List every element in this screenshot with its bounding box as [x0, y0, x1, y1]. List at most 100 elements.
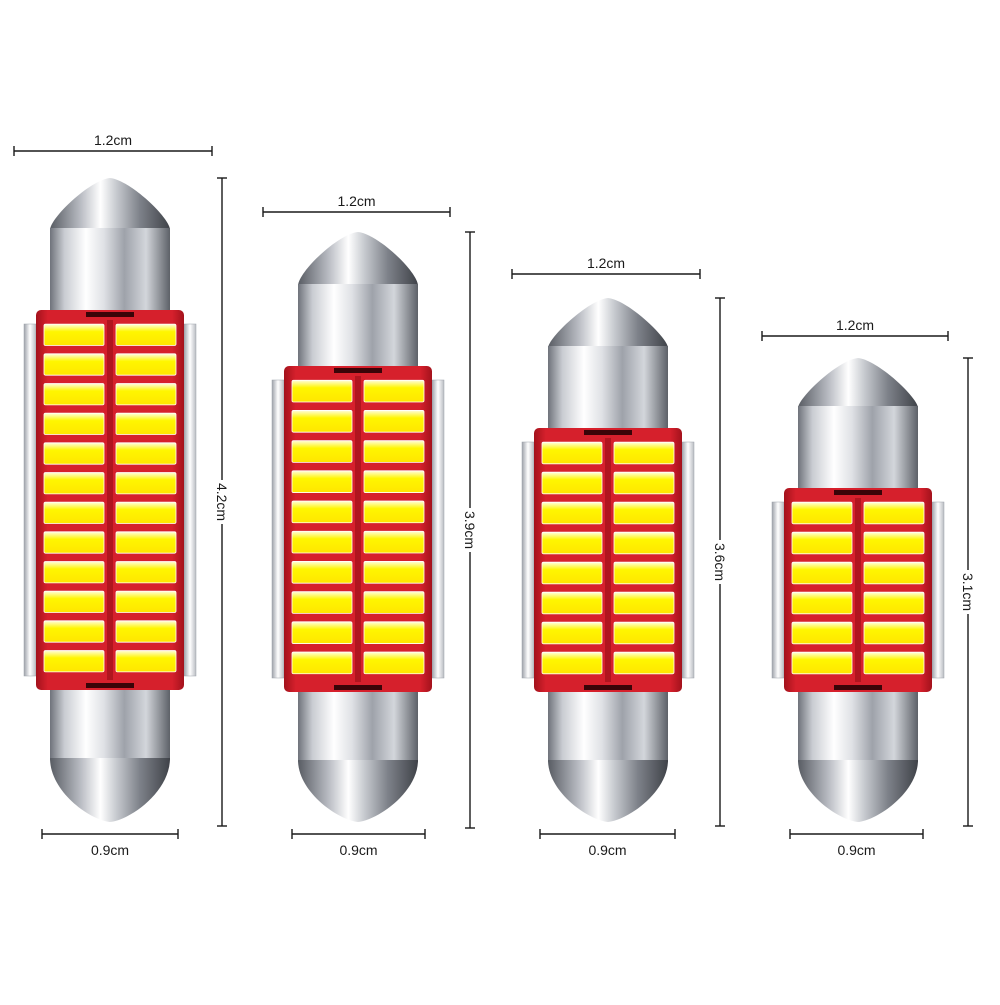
bottom-chrome-tube	[50, 690, 170, 760]
led-chip	[363, 410, 425, 433]
length-label: 4.2cm	[214, 483, 230, 521]
led-chip	[791, 531, 853, 555]
led-chip	[541, 531, 603, 555]
led-chip	[43, 650, 105, 673]
bulb-31mm	[771, 358, 945, 822]
top-chrome-tube	[548, 346, 668, 428]
led-chip	[291, 591, 353, 614]
led-chip	[363, 440, 425, 463]
led-chip	[863, 591, 925, 615]
led-chip	[363, 500, 425, 524]
led-chip	[115, 442, 177, 465]
led-chip	[115, 561, 177, 584]
width-label: 1.2cm	[587, 255, 625, 271]
led-chip	[115, 412, 177, 435]
board-top-slot	[334, 368, 382, 373]
led-chip	[363, 530, 425, 554]
led-chip	[863, 621, 925, 645]
length-label: 3.9cm	[462, 511, 478, 549]
led-chip	[363, 470, 425, 493]
board-center-trace	[605, 438, 611, 682]
led-chip	[363, 591, 425, 614]
led-chip	[115, 501, 177, 524]
bulb-42mm	[23, 178, 197, 822]
led-chip	[43, 501, 105, 524]
led-chip	[363, 379, 425, 403]
led-chip	[363, 561, 425, 584]
led-chip	[115, 531, 177, 554]
bulbs-group	[23, 178, 945, 822]
led-chip	[863, 651, 925, 675]
led-chip	[791, 501, 853, 525]
board-bottom-slot	[86, 683, 134, 688]
top-end-cap	[50, 178, 170, 230]
led-chip	[291, 440, 353, 463]
board-bottom-slot	[584, 685, 632, 690]
led-chip	[43, 620, 105, 643]
led-chip	[115, 323, 177, 346]
led-chip	[541, 621, 603, 645]
led-chip	[613, 591, 675, 615]
board-bottom-slot	[334, 685, 382, 690]
led-chip	[363, 621, 425, 644]
left-heat-sink-fin	[521, 441, 535, 679]
led-chip	[363, 651, 425, 675]
bulb-39mm	[271, 232, 445, 822]
left-heat-sink-fin	[23, 323, 37, 677]
led-chip	[115, 650, 177, 673]
board-center-trace	[855, 498, 861, 682]
width-label: 1.2cm	[94, 132, 132, 148]
board-top-slot	[86, 312, 134, 317]
base-label: 0.9cm	[91, 842, 129, 858]
led-chip	[43, 590, 105, 613]
led-chip	[43, 442, 105, 465]
length-label: 3.6cm	[712, 543, 728, 581]
led-chip	[43, 323, 105, 346]
led-chip	[291, 500, 353, 524]
top-end-cap	[798, 358, 918, 408]
led-chip	[613, 621, 675, 645]
bottom-end-cap	[798, 760, 918, 822]
right-heat-sink-fin	[931, 501, 945, 679]
bottom-end-cap	[548, 760, 668, 822]
board-bottom-slot	[834, 685, 882, 690]
led-chip	[541, 501, 603, 525]
led-chip	[613, 501, 675, 525]
length-label-bg	[214, 480, 230, 524]
left-heat-sink-fin	[771, 501, 785, 679]
led-chip	[43, 472, 105, 495]
led-chip	[43, 412, 105, 435]
bottom-chrome-tube	[798, 692, 918, 762]
length-label-bg	[462, 508, 478, 552]
led-chip	[863, 531, 925, 555]
dimensions-group: 1.2cm 0.9cm 4.2cm 1.2cm 0.9cm 3.9cm 1.2cm0.9cm…	[13, 132, 976, 858]
top-end-cap	[298, 232, 418, 286]
bulb-36mm	[521, 298, 695, 822]
led-chip	[791, 561, 853, 585]
length-label-bg	[712, 540, 728, 584]
led-chip	[541, 471, 603, 495]
bottom-chrome-tube	[298, 692, 418, 762]
base-label: 0.9cm	[339, 842, 377, 858]
led-chip	[613, 441, 675, 465]
led-chip	[115, 590, 177, 613]
led-chip	[115, 472, 177, 495]
led-chip	[613, 531, 675, 555]
board-center-trace	[355, 376, 361, 682]
led-chip	[541, 561, 603, 585]
base-label: 0.9cm	[588, 842, 626, 858]
led-chip	[863, 561, 925, 585]
led-chip	[291, 651, 353, 675]
top-end-cap	[548, 298, 668, 348]
led-chip	[791, 621, 853, 645]
led-chip	[863, 501, 925, 525]
led-chip	[541, 591, 603, 615]
right-heat-sink-fin	[681, 441, 695, 679]
board-center-trace	[107, 320, 113, 680]
led-chip	[613, 651, 675, 675]
led-chip	[541, 651, 603, 675]
led-chip	[115, 620, 177, 643]
led-chip	[791, 651, 853, 675]
